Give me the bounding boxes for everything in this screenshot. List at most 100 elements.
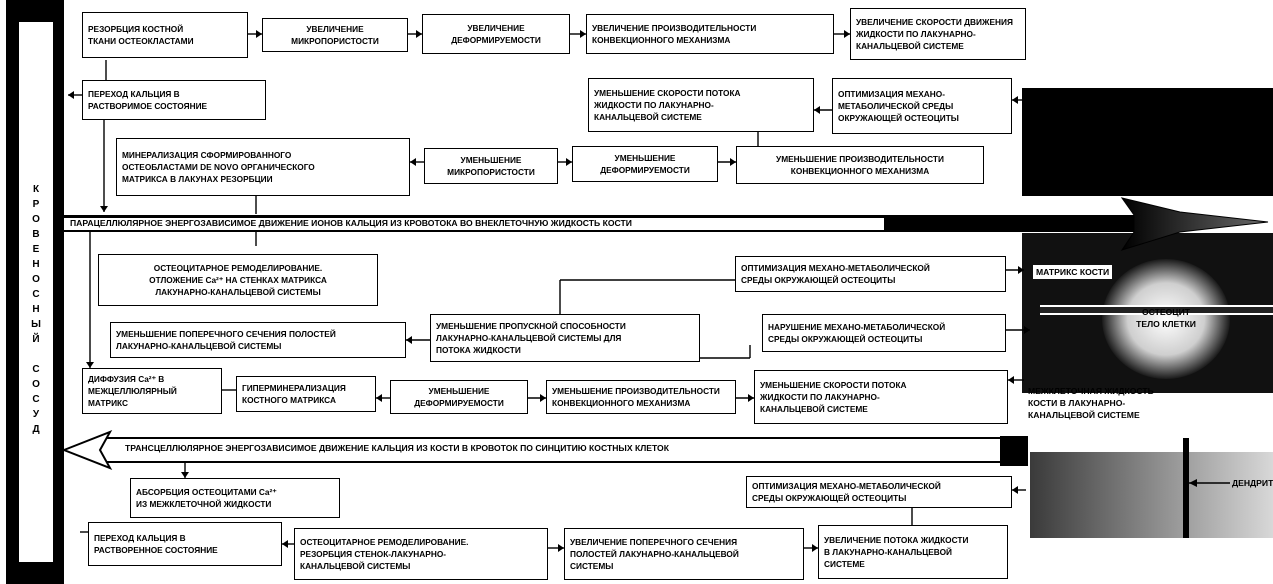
text-line: КОСТНОГО МАТРИКСА — [242, 395, 336, 405]
dendrite-label: ДЕНДРИТ — [1232, 478, 1273, 488]
arrowheads — [68, 30, 1030, 552]
text-line: УВЕЛИЧЕНИЕ — [467, 23, 525, 33]
text-line: МИКРОПОРИСТОСТИ — [291, 36, 379, 46]
text-line: ОПТИМИЗАЦИЯ МЕХАНО-МЕТАБОЛИЧЕСКОЙ — [741, 263, 930, 273]
text-line: СИСТЕМЕ — [824, 559, 865, 569]
text-line: ТЕЛО КЛЕТКИ — [1136, 319, 1196, 329]
box-osteocytic-resorption: ОСТЕОЦИТАРНОЕ РЕМОДЕЛИРОВАНИЕ. РЕЗОРБЦИЯ … — [294, 528, 548, 580]
text-line: МЕЖКЛЕТОЧНАЯ ЖИДКОСТЬ — [1028, 386, 1154, 396]
vessel-letter: К — [32, 184, 40, 195]
vessel-letter: С — [32, 394, 40, 405]
text-line: СРЕДЫ ОКРУЖАЮЩЕЙ ОСТЕОЦИТЫ — [741, 275, 896, 285]
text-line: ОСТЕОЦИТАРНОЕ РЕМОДЕЛИРОВАНИЕ. — [300, 537, 469, 547]
box-osteocyte-absorption: АБСОРБЦИЯ ОСТЕОЦИТАМИ Ca²⁺ИЗ МЕЖКЛЕТОЧНО… — [130, 478, 340, 518]
text-line: УМЕНЬШЕНИЕ СКОРОСТИ ПОТОКА — [760, 380, 907, 390]
text-line: РАСТВОРЕННОЕ СОСТОЯНИЕ — [94, 545, 218, 555]
text-line: ЖИДКОСТИ ПО ЛАКУНАРНО- — [856, 29, 976, 39]
box-decrease-permeability: УМЕНЬШЕНИЕ ПРОПУСКНОЙ СПОСОБНОСТИ ЛАКУНАР… — [430, 314, 700, 362]
vessel-letter: Й — [32, 334, 40, 345]
text-line: УМЕНЬШЕНИЕ — [614, 153, 676, 163]
text-line: ПЕРЕХОД КАЛЬЦИЯ В — [94, 533, 186, 543]
text-line: УМЕНЬШЕНИЕ ПОПЕРЕЧНОГО СЕЧЕНИЯ ПОЛОСТЕЙ — [116, 329, 336, 339]
text-line: ОСТЕОБЛАСТАМИ DE NOVO ОРГАНИЧЕСКОГО — [122, 162, 315, 172]
box-increase-microporosity: УВЕЛИЧЕНИЕ МИКРОПОРИСТОСТИ — [262, 18, 408, 52]
text-line: ЖИДКОСТИ ПО ЛАКУНАРНО- — [594, 100, 714, 110]
box-osteoclast-resorption: РЕЗОРБЦИЯ КОСТНОЙ ТКАНИ ОСТЕОКЛАСТАМИ — [82, 12, 248, 58]
text-line: ДИФФУЗИЯ Ca²⁺ В — [88, 374, 165, 384]
vessel-letter: Д — [32, 424, 40, 435]
text-line: КАНАЛЬЦЕВОЙ СИСТЕМЕ — [1028, 410, 1140, 420]
matrix-label: МАТРИКС КОСТИ — [1033, 265, 1113, 279]
box-hypermineralization: ГИПЕРМИНЕРАЛИЗАЦИЯ КОСТНОГО МАТРИКСА — [236, 376, 376, 412]
text-line: ИЗ МЕЖКЛЕТОЧНОЙ ЖИДКОСТИ — [136, 499, 272, 509]
text-line: ДЕФОРМИРУЕМОСТИ — [451, 35, 541, 45]
vessel-letter: О — [32, 274, 40, 285]
box-calcium-soluble: ПЕРЕХОД КАЛЬЦИЯ В РАСТВОРИМОЕ СОСТОЯНИЕ — [82, 80, 266, 120]
interstitial-fluid-label: МЕЖКЛЕТОЧНАЯ ЖИДКОСТЬ КОСТИ В ЛАКУНАРНО- К… — [1028, 385, 1154, 421]
text-line: ОСТЕОЦИТАРНОЕ РЕМОДЕЛИРОВАНИЕ. — [153, 263, 323, 273]
text-line: НАРУШЕНИЕ МЕХАНО-МЕТАБОЛИЧЕСКОЙ — [768, 322, 946, 332]
vessel-letter: У — [32, 409, 40, 420]
box-osteocytic-deposition: ОСТЕОЦИТАРНОЕ РЕМОДЕЛИРОВАНИЕ. ОТЛОЖЕНИЕ … — [98, 254, 378, 306]
text-line: РЕЗОРБЦИЯ СТЕНОК-ЛАКУНАРНО- — [300, 549, 447, 559]
text-line: ТКАНИ ОСТЕОКЛАСТАМИ — [88, 36, 194, 46]
text-line: РАСТВОРИМОЕ СОСТОЯНИЕ — [88, 101, 208, 111]
text-line: УВЕЛИЧЕНИЕ ПОПЕРЕЧНОГО СЕЧЕНИЯ — [570, 537, 738, 547]
box-decrease-fluid-velocity-mid: УМЕНЬШЕНИЕ СКОРОСТИ ПОТОКА ЖИДКОСТИ ПО ЛА… — [754, 370, 1008, 424]
text-line: ПОЛОСТЕЙ ЛАКУНАРНО-КАНАЛЬЦЕВОЙ — [570, 549, 739, 559]
transcellular-arrowhead — [61, 430, 113, 470]
vessel-letter: С — [32, 364, 40, 375]
paracellular-band-label: ПАРАЦЕЛЛЮЛЯРНОЕ ЭНЕРГОЗАВИСИМОЕ ДВИЖЕНИЕ… — [70, 218, 632, 228]
text-line: В ЛАКУНАРНО-КАНАЛЬЦЕВОЙ — [824, 547, 952, 557]
vessel-letter: О — [32, 214, 40, 225]
text-line: ПОТОКА ЖИДКОСТИ — [436, 345, 521, 355]
matrix-panel — [1022, 88, 1273, 196]
vessel-letter: Ы — [31, 319, 41, 330]
box-decrease-cross-section: УМЕНЬШЕНИЕ ПОПЕРЕЧНОГО СЕЧЕНИЯ ПОЛОСТЕЙ Л… — [110, 322, 406, 358]
text-line: УМЕНЬШЕНИЕ — [428, 386, 490, 396]
osteocyte-body — [1102, 259, 1230, 379]
text-line: УВЕЛИЧЕНИЕ — [306, 24, 364, 34]
text-line: ОТЛОЖЕНИЕ Ca²⁺ НА СТЕНКАХ МАТРИКСА — [149, 275, 327, 285]
text-line: УВЕЛИЧЕНИЕ СКОРОСТИ ДВИЖЕНИЯ — [856, 17, 1013, 27]
text-line: МАТРИКСА В ЛАКУНАХ РЕЗОРБЦИИ — [122, 174, 273, 184]
text-line: ЛАКУНАРНО-КАНАЛЬЦЕВОЙ СИСТЕМЫ ДЛЯ — [436, 333, 622, 343]
text-line: ЛАКУНАРНО-КАНАЛЬЦЕВОЙ СИСТЕМЫ — [116, 341, 282, 351]
box-increase-deformability: УВЕЛИЧЕНИЕ ДЕФОРМИРУЕМОСТИ — [422, 14, 570, 54]
box-calcium-dissolved: ПЕРЕХОД КАЛЬЦИЯ В РАСТВОРЕННОЕ СОСТОЯНИЕ — [88, 522, 282, 566]
text-line: КАНАЛЬЦЕВОЙ СИСТЕМЕ — [760, 404, 868, 414]
text-line: КАНАЛЬЦЕВОЙ СИСТЕМЕ — [594, 112, 702, 122]
text-line: УВЕЛИЧЕНИЕ ПОТОКА ЖИДКОСТИ — [824, 535, 969, 545]
vessel-letter: Н — [32, 304, 40, 315]
vessel-letter: С — [32, 289, 40, 300]
box-increase-cross-section: УВЕЛИЧЕНИЕ ПОПЕРЕЧНОГО СЕЧЕНИЯ ПОЛОСТЕЙ Л… — [564, 528, 804, 580]
text-line: УМЕНЬШЕНИЕ ПРОПУСКНОЙ СПОСОБНОСТИ — [436, 321, 626, 331]
text-line: ПЕРЕХОД КАЛЬЦИЯ В — [88, 89, 180, 99]
vessel-letter: Р — [32, 199, 40, 210]
text-line: ГИПЕРМИНЕРАЛИЗАЦИЯ — [242, 383, 346, 393]
text-line: КАНАЛЬЦЕВОЙ СИСТЕМЫ — [300, 561, 411, 571]
text-line: КАНАЛЬЦЕВОЙ СИСТЕМЕ — [856, 41, 964, 51]
text-line: ЖИДКОСТИ ПО ЛАКУНАРНО- — [760, 392, 880, 402]
vessel-letter: Н — [32, 259, 40, 270]
dendrite — [1183, 438, 1189, 538]
text-line: РЕЗОРБЦИЯ КОСТНОЙ — [88, 24, 184, 34]
box-increase-fluid-velocity: УВЕЛИЧЕНИЕ СКОРОСТИ ДВИЖЕНИЯ ЖИДКОСТИ ПО … — [850, 8, 1026, 60]
vessel-letter: Е — [32, 244, 40, 255]
text-line: МЕЖЦЕЛЛЮЛЯРНЫЙ — [88, 386, 177, 396]
text-line: КОСТИ В ЛАКУНАРНО- — [1028, 398, 1126, 408]
